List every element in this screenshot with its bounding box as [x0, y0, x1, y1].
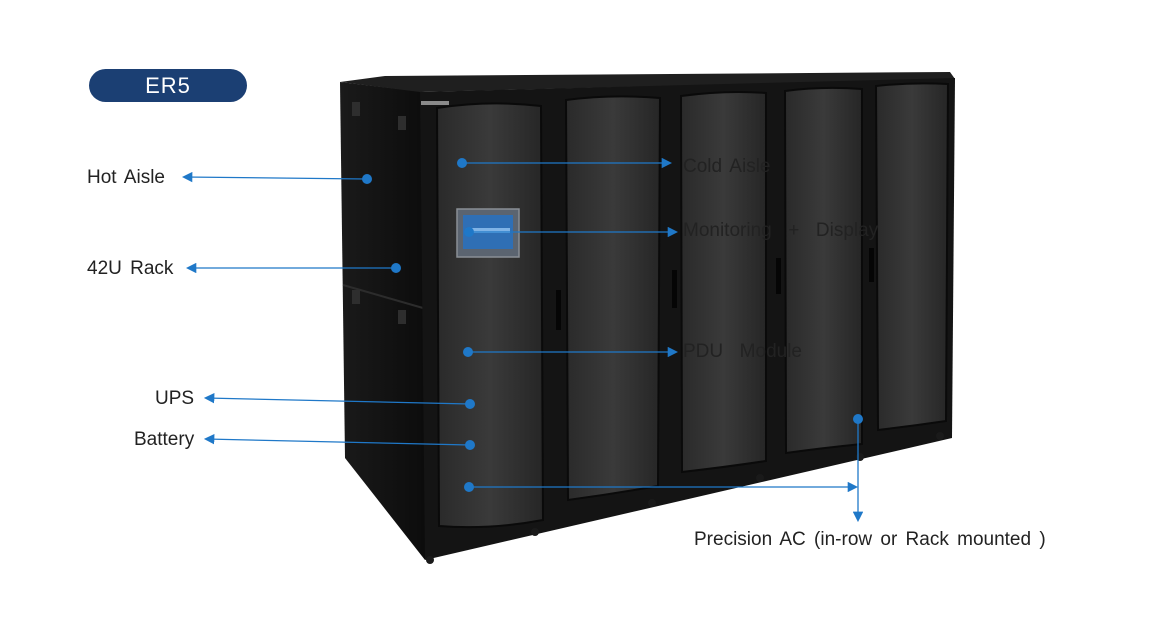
door-handle	[672, 270, 677, 308]
cabinet-side-panel	[340, 82, 425, 560]
cabinet-top	[340, 72, 955, 92]
callout-dots	[362, 158, 863, 492]
callout-arrows	[181, 157, 864, 523]
label-precision-ac: Precision AC (in-row or Rack mounted )	[694, 529, 1046, 550]
rack-door	[435, 102, 545, 529]
door-handle	[776, 258, 781, 294]
precision-ac-dot-top	[853, 414, 863, 424]
battery-dot	[465, 440, 475, 450]
battery-arrow	[203, 433, 471, 446]
ups-dot	[465, 399, 475, 409]
label-monitoring-display: Monitoring + Display	[683, 220, 879, 241]
door-handle	[869, 248, 874, 282]
rack-door	[874, 82, 950, 432]
brand-logo	[421, 101, 449, 105]
model-badge-text: ER5	[145, 72, 191, 98]
monitoring-dot	[464, 227, 474, 237]
rack-door	[783, 86, 863, 455]
rack-door	[679, 91, 767, 474]
label-cold-aisle: Cold Aisle	[683, 156, 771, 177]
label-hot-aisle: Hot Aisle	[87, 167, 165, 188]
cold-aisle-dot	[457, 158, 467, 168]
label-battery: Battery	[134, 429, 195, 450]
ups-arrow	[203, 392, 471, 405]
cabinet-front	[420, 78, 955, 564]
label-42u-rack: 42U Rack	[87, 258, 174, 279]
label-pdu-module: PDU Module	[683, 341, 802, 362]
rack-42u-dot	[391, 263, 401, 273]
cabinet-feet	[426, 432, 944, 564]
pdu-dot	[463, 347, 473, 357]
model-badge: ER5	[89, 69, 247, 102]
hot-aisle-arrow	[181, 171, 367, 183]
rack-door	[564, 95, 662, 502]
precision-ac-dot	[464, 482, 474, 492]
door-handle	[556, 290, 561, 330]
hot-aisle-dot	[362, 174, 372, 184]
label-ups: UPS	[155, 388, 195, 409]
